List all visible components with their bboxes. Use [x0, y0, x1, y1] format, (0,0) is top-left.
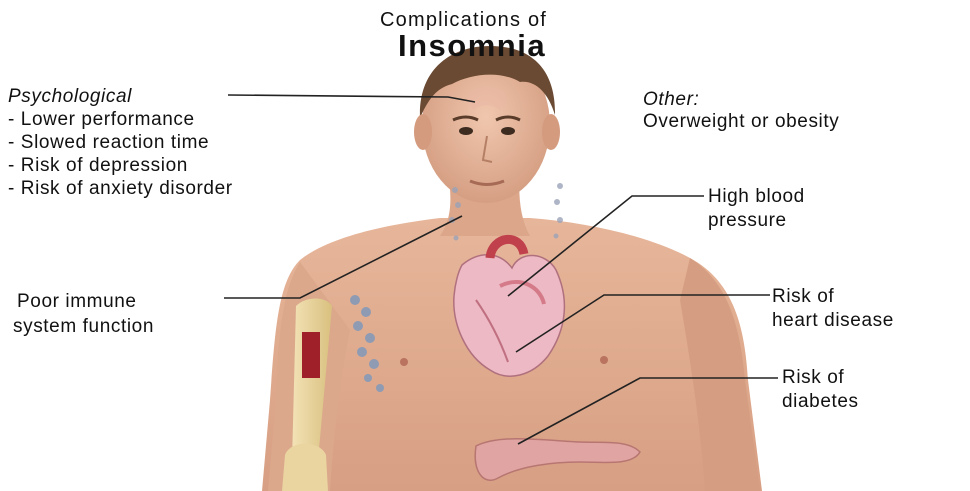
other-item: Overweight or obesity	[643, 110, 839, 133]
list-item: - Risk of depression	[8, 154, 233, 177]
psychological-heading: Psychological	[8, 85, 132, 108]
label-diabetes-1: Risk of	[782, 366, 844, 389]
psychological-list: - Lower performance - Slowed reaction ti…	[8, 108, 233, 200]
label-high-blood-pressure-2: pressure	[708, 209, 787, 232]
other-heading: Other:	[643, 88, 699, 111]
page-title: Insomnia	[398, 29, 546, 63]
list-item: - Risk of anxiety disorder	[8, 177, 233, 200]
list-item: - Slowed reaction time	[8, 131, 233, 154]
label-high-blood-pressure-1: High blood	[708, 185, 805, 208]
label-heart-disease-2: heart disease	[772, 309, 894, 332]
label-poor-immune-2: system function	[13, 315, 154, 338]
label-poor-immune-1: Poor immune	[17, 290, 137, 313]
list-item: - Lower performance	[8, 108, 233, 131]
label-diabetes-2: diabetes	[782, 390, 859, 413]
label-heart-disease-1: Risk of	[772, 285, 834, 308]
